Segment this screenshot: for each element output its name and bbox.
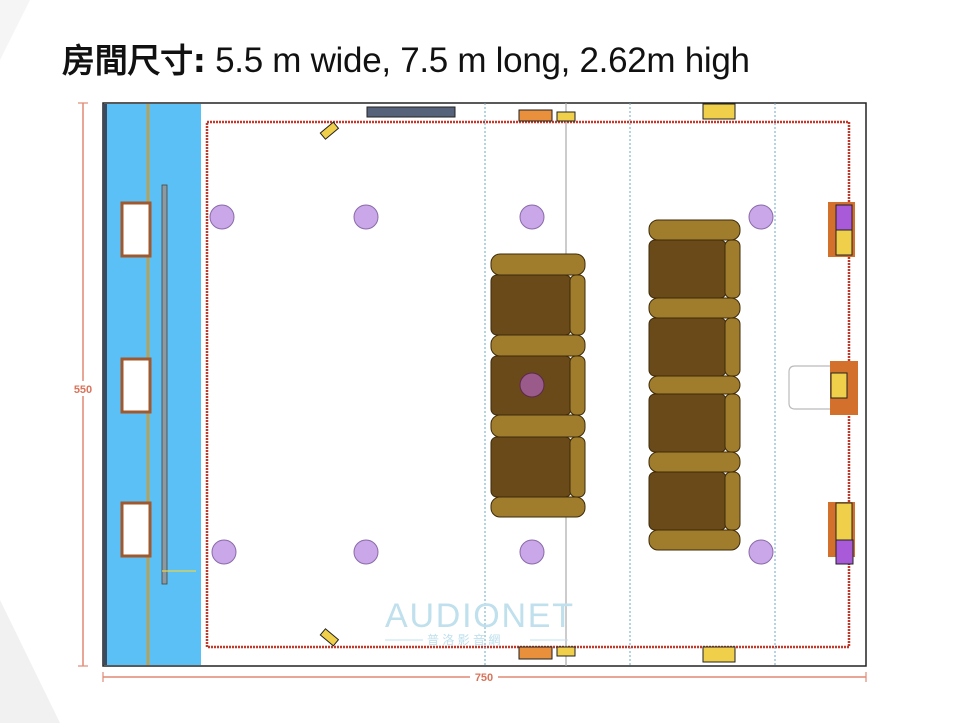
front-wall-panel: [104, 104, 201, 665]
ceiling-speaker: [353, 204, 379, 230]
projector-chair: [788, 365, 832, 410]
ceiling-speaker: [748, 539, 774, 565]
rear-speaker-purple-top: [835, 204, 853, 231]
top-rear-speaker: [702, 103, 736, 120]
page-title: 房間尺寸: 5.5 m wide, 7.5 m long, 2.62m high: [62, 34, 750, 82]
watermark-subtitle: 普 洛 影 音 網: [427, 632, 500, 647]
top-speaker: [556, 111, 576, 122]
front-wall-edge: [103, 104, 107, 665]
top-wall-panel: [366, 106, 456, 118]
ceiling-speaker: [353, 539, 379, 565]
dimension-label-bg: [70, 381, 96, 396]
ceiling-speaker: [519, 204, 545, 230]
dimension-label-bg: [470, 670, 498, 684]
ceiling-speaker: [748, 204, 774, 230]
top-subwoofer: [518, 109, 553, 122]
title-value: 5.5 m wide, 7.5 m long, 2.62m high: [205, 41, 750, 80]
watermark-brand: AUDIONET: [385, 597, 573, 635]
bottom-rear-speaker: [702, 646, 736, 663]
ceiling-speaker: [211, 539, 237, 565]
height-dimension-label: 550: [74, 384, 92, 396]
rear-speaker-yellow-bottom: [835, 502, 853, 541]
front-wall-window-1: [120, 201, 152, 258]
projector: [830, 372, 848, 399]
width-dimension-label: 750: [475, 672, 493, 684]
angled-speaker-bottom: [319, 628, 340, 647]
ceiling-speakers: [209, 204, 774, 565]
projection-screen: [161, 184, 168, 585]
bottom-subwoofer: [518, 646, 553, 660]
bottom-speaker: [556, 646, 576, 657]
rear-row-sofa: [648, 219, 741, 551]
rear-speaker-purple-bottom: [835, 539, 854, 565]
angled-speaker-top: [319, 121, 340, 140]
front-wall-window-2: [120, 357, 152, 414]
front-wall-window-3: [120, 501, 152, 558]
rear-speaker-yellow-top: [835, 229, 853, 256]
ceiling-speaker: [209, 204, 235, 230]
center-ceiling-speaker: [519, 372, 545, 398]
title-label: 房間尺寸:: [62, 41, 206, 80]
ceiling-speaker: [519, 539, 545, 565]
